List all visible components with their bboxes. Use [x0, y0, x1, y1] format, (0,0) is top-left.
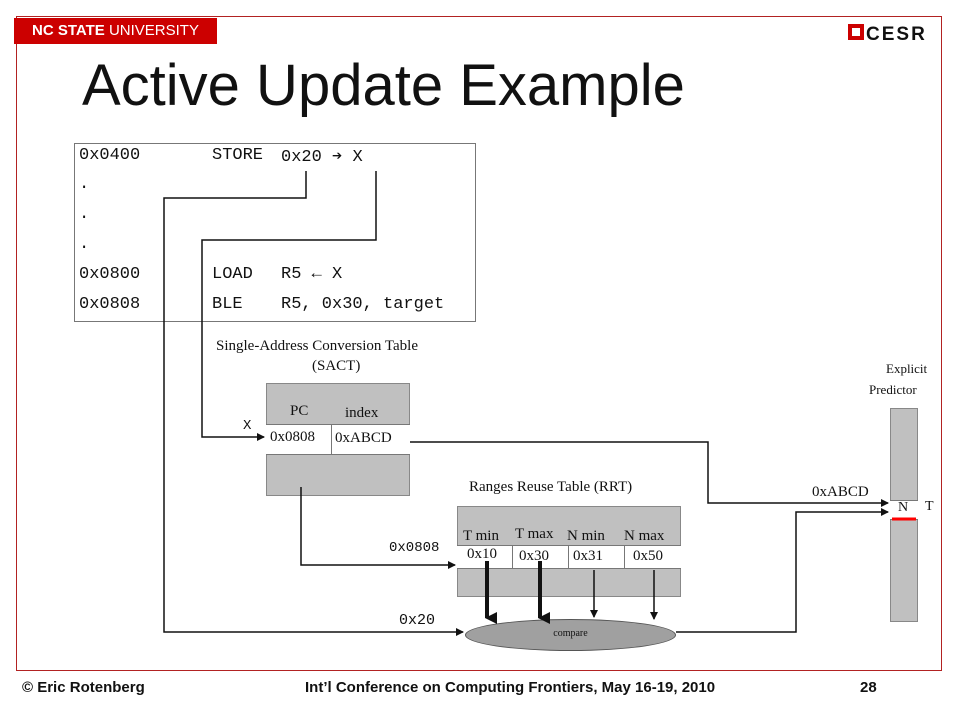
- cesr-logo: CESR: [848, 24, 927, 44]
- wire-index-to-predictor: [410, 441, 889, 507]
- predictor-side-label: T: [925, 499, 934, 514]
- sact-header-pc: PC: [290, 403, 309, 419]
- sact-header-index: index: [345, 405, 379, 421]
- rrt-header-tmax: T max: [515, 526, 554, 542]
- code-addr-3: .: [79, 235, 90, 254]
- predictor-title-line1: Explicit: [886, 361, 928, 376]
- code-addr-5: 0x0808: [79, 295, 141, 314]
- wire-x-to-sact: [201, 171, 377, 441]
- rrt-input-label: 0x0808: [389, 540, 440, 556]
- code-addr-2: .: [79, 205, 90, 224]
- rrt-row: 0x10 0x30 0x31 0x50: [457, 545, 681, 569]
- code-addr-4: 0x0800: [79, 265, 141, 284]
- footer-author: © Eric Rotenberg: [22, 679, 145, 696]
- predictor-title-line2: Predictor: [869, 382, 917, 397]
- slide-frame: [16, 16, 942, 671]
- cesr-logo-text: CESR: [866, 24, 927, 44]
- sact-index-cell: 0xABCD: [335, 430, 392, 446]
- code-op-4: LOAD: [212, 265, 253, 284]
- sact-row: 0x0808 0xABCD: [266, 424, 410, 455]
- rrt-header-nmax: N max: [624, 528, 665, 544]
- predictor-entry-label: N: [898, 500, 909, 515]
- code-args-4: R5 ← X: [281, 265, 343, 284]
- rrt-cell-nmax: 0x50: [633, 548, 663, 564]
- footer-page-number: 28: [860, 679, 877, 696]
- code-listing: [74, 143, 476, 322]
- rrt-title: Ranges Reuse Table (RRT): [469, 479, 633, 495]
- wire-sact-to-rrt: [300, 487, 456, 569]
- compare-input-label: 0x20: [399, 612, 436, 629]
- ncsu-logo-bold: NC STATE: [32, 22, 105, 39]
- rrt-header-nmin: N min: [567, 528, 605, 544]
- predictor-index-label: 0xABCD: [812, 484, 869, 500]
- rrt-header-tmin: T min: [463, 528, 499, 544]
- code-op-0: STORE: [212, 146, 264, 165]
- compare-unit: [465, 619, 676, 651]
- slide-title: Active Update Example: [82, 53, 685, 118]
- sact-input-label: X: [243, 418, 252, 434]
- code-addr-0: 0x0400: [79, 146, 141, 165]
- code-args-5: R5, 0x30, target: [281, 295, 445, 314]
- compare-label: compare: [553, 628, 588, 639]
- sact-title-line2: (SACT): [312, 358, 361, 374]
- footer-conference: Int’l Conference on Computing Frontiers,…: [305, 679, 716, 696]
- rrt-cell-nmin: 0x31: [569, 546, 625, 568]
- code-op-5: BLE: [212, 295, 243, 314]
- ncsu-logo-rest: UNIVERSITY: [104, 22, 199, 39]
- rrt-cell-tmin: 0x10: [457, 546, 513, 568]
- sact-title-line1: Single-Address Conversion Table: [216, 338, 418, 354]
- wire-value-to-compare: [163, 171, 464, 636]
- wire-compare-to-predictor: [676, 508, 889, 633]
- sact-pc-cell: 0x0808: [266, 425, 332, 454]
- rrt-cell-tmax: 0x30: [513, 546, 569, 568]
- code-addr-1: .: [79, 175, 90, 194]
- code-args-0: 0x20 ➔ X: [281, 148, 363, 167]
- ncsu-logo: NC STATE UNIVERSITY: [14, 18, 217, 44]
